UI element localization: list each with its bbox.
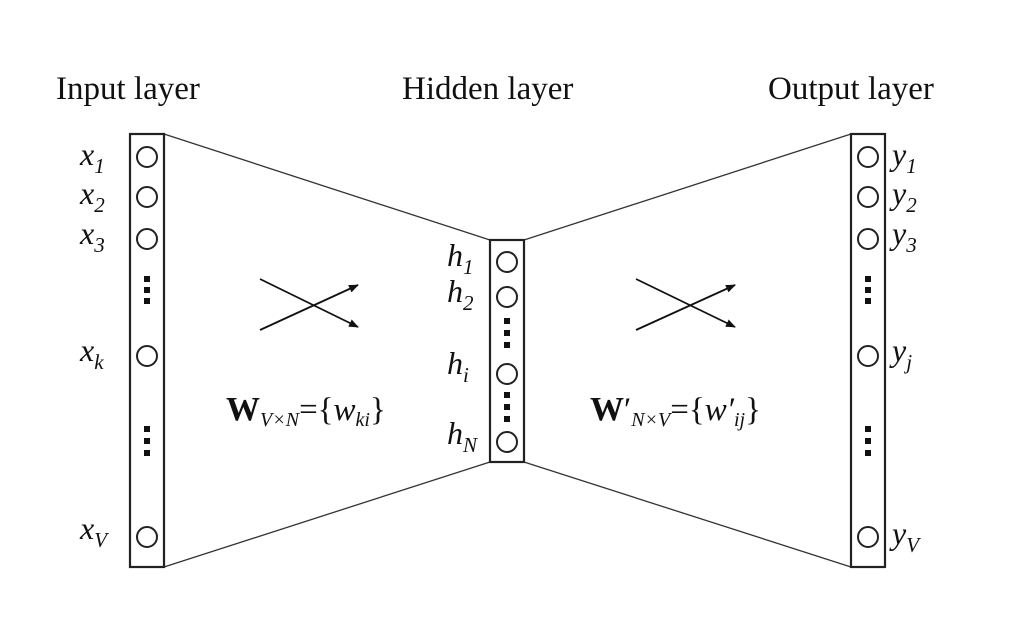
output-node bbox=[857, 146, 879, 168]
cross-arrows-icon bbox=[259, 278, 359, 331]
output-ellipsis-lower bbox=[865, 426, 871, 456]
input-node bbox=[136, 345, 158, 367]
hidden-ellipsis-lower bbox=[504, 392, 510, 422]
hidden-layer-title: Hidden layer bbox=[402, 71, 573, 107]
hidden-node-label: h2 bbox=[447, 273, 474, 315]
output-node-label: yj bbox=[889, 332, 912, 374]
connection-line-hidden-output-top bbox=[523, 133, 852, 241]
input-ellipsis-lower bbox=[144, 426, 150, 456]
cross-arrows-icon bbox=[635, 278, 736, 331]
output-node-label: y1 bbox=[889, 136, 917, 178]
hidden-node-label: hN bbox=[447, 415, 478, 457]
input-ellipsis-upper bbox=[144, 276, 150, 304]
input-node-label: xk bbox=[79, 332, 104, 374]
input-node-label: x2 bbox=[79, 175, 105, 217]
input-node bbox=[136, 228, 158, 250]
hidden-node bbox=[496, 251, 518, 273]
output-node-label: y3 bbox=[889, 215, 917, 257]
connection-line-input-hidden-top bbox=[163, 133, 491, 241]
output-ellipsis-upper bbox=[865, 276, 871, 304]
input-layer-title: Input layer bbox=[56, 71, 200, 107]
output-node bbox=[857, 345, 879, 367]
connection-line-hidden-output-bottom bbox=[523, 461, 852, 568]
weight-matrix-hidden-output: W′N×V={w′ij} bbox=[590, 391, 761, 431]
input-node bbox=[136, 186, 158, 208]
hidden-node-label: h1 bbox=[447, 237, 474, 279]
output-node bbox=[857, 228, 879, 250]
connection-line-input-hidden-bottom bbox=[163, 461, 491, 568]
hidden-ellipsis-upper bbox=[504, 318, 510, 348]
output-node-label: y2 bbox=[889, 175, 917, 217]
output-node-label: yV bbox=[889, 515, 921, 557]
hidden-node bbox=[496, 363, 518, 385]
output-node bbox=[857, 526, 879, 548]
output-node bbox=[857, 186, 879, 208]
input-node-label: x3 bbox=[79, 215, 105, 257]
input-node-label: xV bbox=[79, 510, 109, 552]
hidden-node-label: hi bbox=[447, 345, 469, 387]
hidden-node bbox=[496, 431, 518, 453]
output-layer-title: Output layer bbox=[768, 71, 934, 107]
input-node-label: x1 bbox=[79, 136, 105, 178]
weight-matrix-input-hidden: WV×N={wki} bbox=[226, 391, 386, 431]
input-node bbox=[136, 526, 158, 548]
hidden-layer-box bbox=[488, 238, 526, 464]
input-node bbox=[136, 146, 158, 168]
hidden-node bbox=[496, 286, 518, 308]
